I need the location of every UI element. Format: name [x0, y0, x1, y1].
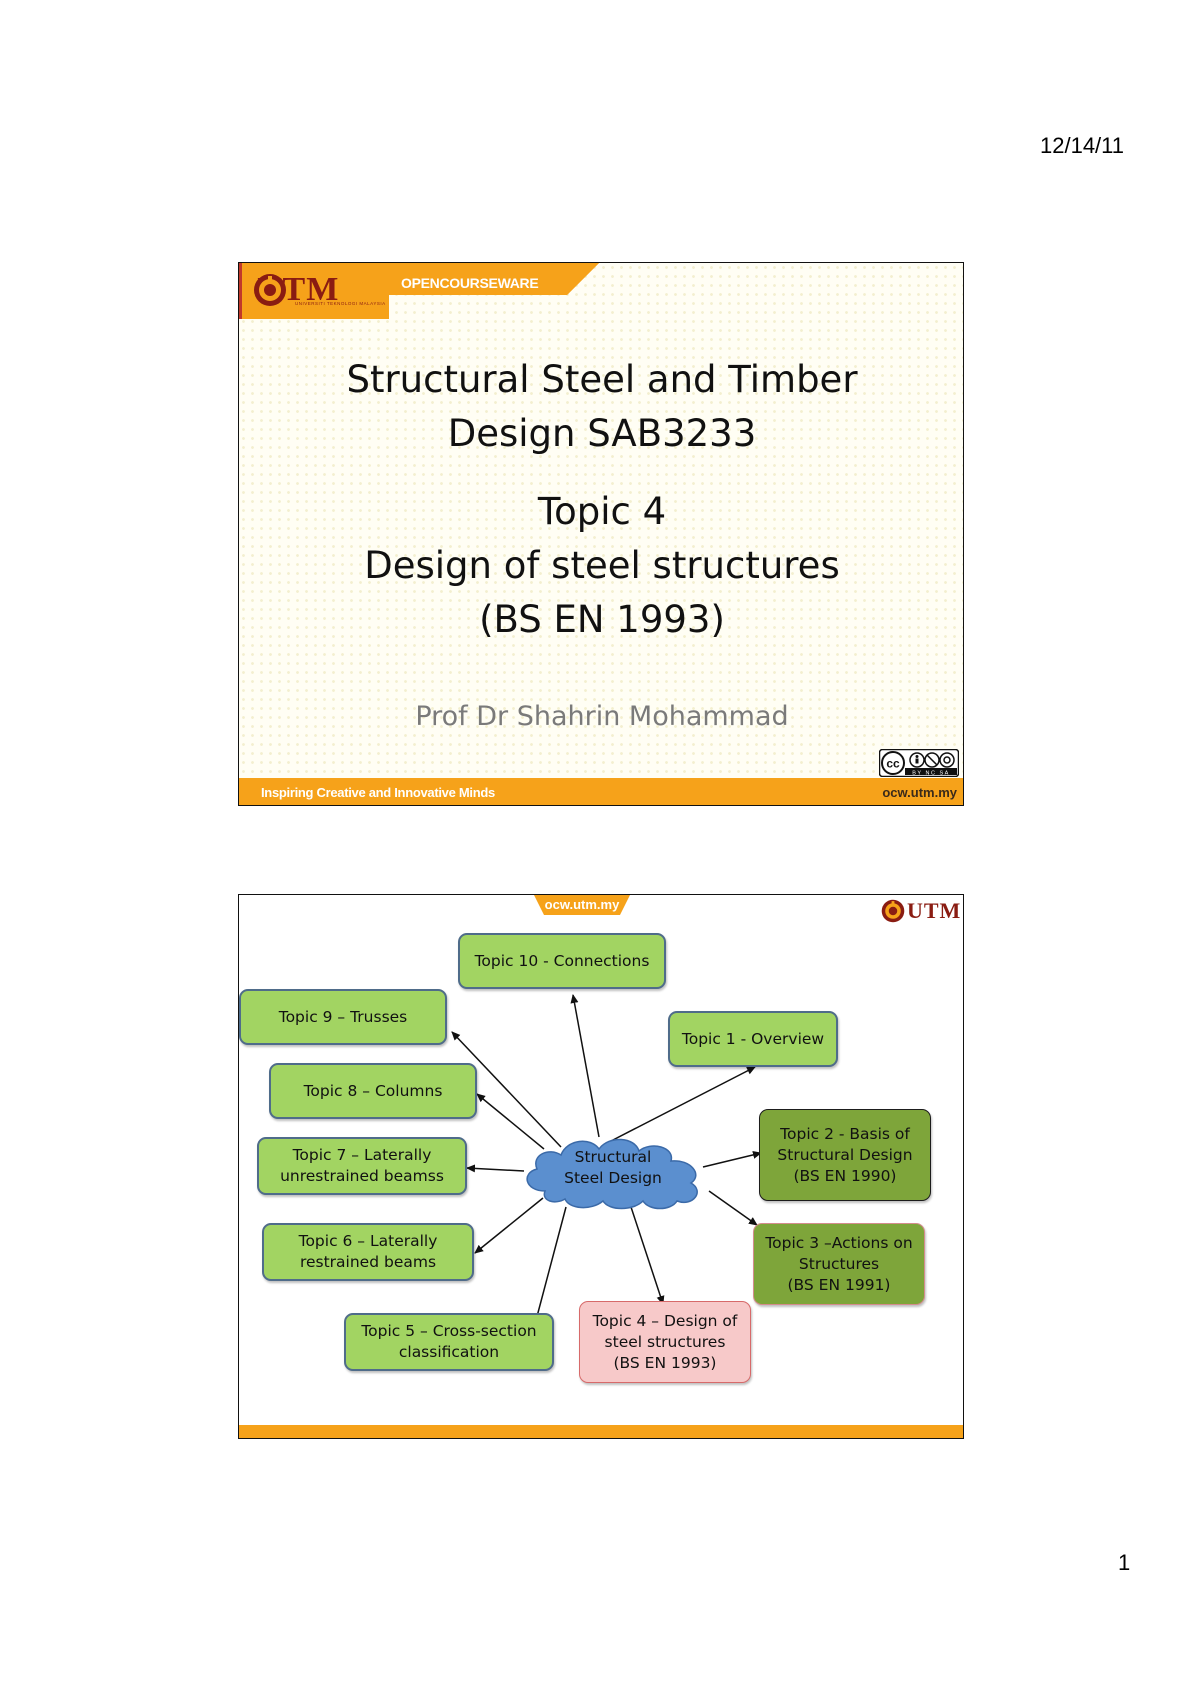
title-slide: UTM UNIVERSITI TEKNOLOGI MALAYSIA OPENCO…: [238, 262, 964, 806]
topic-map-slide: ocw.utm.my UTM: [238, 894, 964, 1439]
utm-logo-subtitle: UNIVERSITI TEKNOLOGI MALAYSIA: [295, 301, 386, 306]
node-topic7[interactable]: Topic 7 – Laterally unrestrained beamss: [257, 1137, 467, 1195]
arrow-topic6: [474, 1197, 544, 1254]
utm-logo-text: UTM: [907, 898, 962, 923]
node-topic5[interactable]: Topic 5 – Cross-section classification: [344, 1313, 554, 1371]
utm-logo-small: UTM: [881, 899, 961, 923]
node-topic1[interactable]: Topic 1 - Overview: [668, 1011, 838, 1067]
node-topic9[interactable]: Topic 9 – Trusses: [239, 989, 447, 1045]
tab-url[interactable]: ocw.utm.my: [544, 897, 620, 912]
arrow-topic7: [466, 1164, 525, 1173]
ocw-url-tab: ocw.utm.my: [534, 895, 630, 917]
node-topic6[interactable]: Topic 6 – Laterally restrained beams: [262, 1223, 474, 1281]
author-name: Prof Dr Shahrin Mohammad: [415, 701, 789, 732]
creative-commons-badge-icon: cc BY NC SA: [879, 749, 959, 777]
opencourseware-label: OPENCOURSEWARE: [401, 275, 539, 291]
node-topic8[interactable]: Topic 8 – Columns: [269, 1063, 477, 1119]
arrow-topic9: [451, 1031, 562, 1148]
tagline: Inspiring Creative and Innovative Minds: [261, 785, 495, 800]
arrow-topic2: [702, 1150, 762, 1168]
utm-seal-icon: [881, 899, 905, 923]
arrow-topic10: [570, 994, 600, 1138]
header-banner-shape: [239, 263, 599, 319]
topic-title: Topic 4 Design of steel structures (BS E…: [364, 490, 840, 641]
utm-seal-icon: [254, 274, 286, 306]
page-number: 1: [1118, 1550, 1131, 1575]
arrow-topic8: [476, 1093, 545, 1150]
node-topic4[interactable]: Topic 4 – Design of steel structures (BS…: [579, 1301, 751, 1383]
connector-arrows: [451, 994, 762, 1325]
arrow-topic5: [533, 1206, 567, 1325]
footer-url[interactable]: ocw.utm.my: [882, 785, 957, 800]
license-text: BY NC SA: [912, 771, 950, 777]
page-date: 12/14/11: [1040, 133, 1125, 158]
cloud-shape: [526, 1138, 698, 1210]
slide-header: UTM UNIVERSITI TEKNOLOGI MALAYSIA OPENCO…: [239, 263, 963, 319]
node-topic10[interactable]: Topic 10 - Connections: [458, 933, 666, 989]
arrow-topic3: [708, 1190, 758, 1226]
slide-footer-bar: [239, 1425, 963, 1438]
center-node-label: Structural Steel Design: [564, 1148, 662, 1187]
arrow-topic1: [610, 1066, 756, 1142]
cc-text: cc: [886, 757, 900, 771]
tab-shape: [534, 895, 630, 915]
slide-footer: Inspiring Creative and Innovative Minds …: [239, 778, 963, 805]
node-topic3[interactable]: Topic 3 –Actions on Structures (BS EN 19…: [753, 1223, 925, 1305]
node-topic2[interactable]: Topic 2 - Basis of Structural Design (BS…: [759, 1109, 931, 1201]
course-title: Structural Steel and Timber Design SAB32…: [346, 358, 858, 455]
utm-logo: UTM: [253, 273, 339, 307]
arrow-topic4: [630, 1206, 665, 1305]
